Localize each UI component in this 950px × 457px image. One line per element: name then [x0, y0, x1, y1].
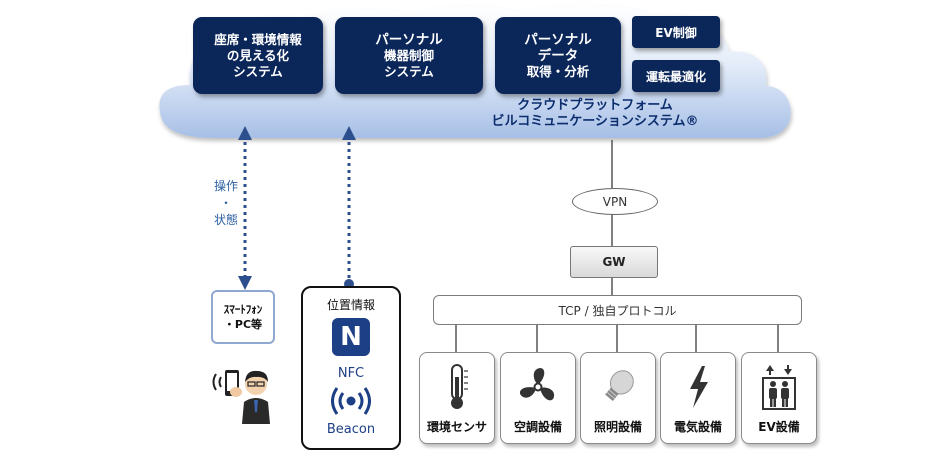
gateway-box: GW [570, 246, 658, 278]
vpn-node: VPN [572, 188, 658, 215]
air-conditioning-device: 空調設備 [500, 352, 576, 444]
device-label: 電気設備 [673, 420, 722, 434]
thermometer-icon [451, 364, 468, 409]
person-with-phone-icon [212, 370, 270, 424]
label-line: 状態 [213, 213, 238, 227]
smartphone-box-line: ｽﾏｰﾄﾌｫﾝ [223, 303, 263, 316]
nfc-logo-letter: N [340, 322, 362, 352]
device-label: EV設備 [758, 420, 800, 434]
protocol-bar: TCP / 独自プロトコル [433, 295, 802, 325]
elevator-device: EV設備 [741, 352, 817, 444]
cloud-platform-title: クラウドプラットフォーム ビルコミュニケーションシステム® [470, 98, 720, 130]
environment-sensor-device: 環境センサ [419, 352, 495, 444]
operation-optimization-box: 運転最適化 [632, 60, 720, 92]
nfc-label: NFC [337, 366, 365, 381]
box-line: パーソナル [524, 31, 592, 48]
operation-status-label: 操作 ・ 状態 [206, 178, 246, 229]
ev-control-box: EV制御 [632, 16, 720, 48]
box-line: の見える化 [226, 47, 290, 63]
box-line: システム [233, 63, 283, 79]
label-line: ・ [219, 196, 232, 210]
fan-icon [519, 368, 555, 401]
smartphone-pc-box: ｽﾏｰﾄﾌｫﾝ ・PC等 [211, 290, 275, 344]
nfc-icon: N [332, 318, 370, 356]
location-info-panel: 位置情報 N NFC Beacon [301, 286, 401, 450]
label-line: 操作 [213, 179, 238, 193]
device-label: 照明設備 [593, 420, 642, 434]
cloud-title-line1: クラウドプラットフォーム [517, 98, 673, 113]
cloud-title-line2: ビルコミュニケーションシステム® [491, 114, 699, 129]
electrical-device: 電気設備 [660, 352, 736, 444]
box-line: 座席・環境情報 [214, 31, 302, 47]
smartphone-box-line: ・PC等 [223, 318, 263, 331]
device-label: 空調設備 [513, 420, 562, 434]
beacon-icon [331, 387, 371, 415]
personal-device-control-box: パーソナル 機器制御 システム [335, 17, 483, 94]
device-label: 環境センサ [426, 420, 487, 434]
seat-visualization-system-box: 座席・環境情報 の見える化 システム [193, 17, 323, 94]
lighting-device: 照明設備 [580, 352, 656, 444]
lightning-icon [690, 366, 708, 408]
box-line: 機器制御 [383, 47, 434, 63]
personal-data-analysis-box: パーソナル データ 取得・分析 [495, 17, 621, 94]
beacon-label: Beacon [326, 422, 376, 437]
light-bulb-icon [605, 370, 634, 401]
elevator-icon [762, 365, 796, 410]
box-line: データ [537, 47, 579, 64]
box-line: パーソナル [375, 31, 443, 48]
location-info-title: 位置情報 [326, 298, 375, 312]
box-line: 取得・分析 [526, 63, 590, 79]
box-line: システム [384, 63, 434, 79]
